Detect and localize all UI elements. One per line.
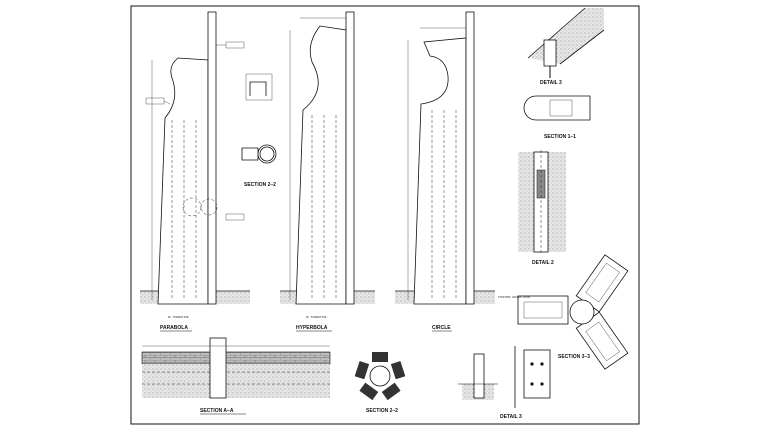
section-aa-title: SECTION A–A — [200, 408, 234, 414]
section-11-small-title: SECTION 1–1 — [544, 134, 576, 140]
detail-3-bottom: DETAIL 3 — [458, 346, 551, 420]
section-33-title: SECTION 3–3 — [558, 354, 590, 360]
star-fin-3 — [381, 382, 401, 401]
tripod-arm-lower-inner — [585, 321, 620, 362]
cap-detail-stem — [543, 39, 557, 67]
star-hub — [369, 365, 391, 387]
hyperbola-column-body — [295, 25, 347, 305]
detail-3-bolt-3 — [530, 382, 534, 386]
parabola-pole — [207, 11, 217, 305]
callout-frame-b — [145, 97, 165, 105]
callout-frame-c — [225, 213, 245, 221]
slot-section: SECTION 1–1 — [523, 95, 591, 140]
detail-3-bolt-2 — [540, 362, 544, 366]
parabola-elevation: PARABOLA RC FOUNDATION — [140, 11, 250, 332]
section-aa: SECTION A–A — [141, 337, 331, 415]
slot-plate — [549, 99, 573, 117]
detail-3-title-upper: DETAIL 3 — [540, 80, 562, 86]
star-fin-2 — [390, 360, 406, 380]
parabola-callouts: SECTION 2–2 — [145, 41, 277, 221]
sheet-border — [130, 5, 640, 425]
circle-title: CIRCLE — [432, 325, 451, 331]
star-fin-1 — [372, 352, 388, 362]
hyperbola-title: HYPERBOLA — [296, 325, 328, 331]
tripod-arm-left-inner — [523, 301, 563, 319]
tripod-arm-upper-inner — [585, 262, 620, 303]
parabola-detail-circle-1 — [182, 197, 202, 217]
tripod-hub — [569, 299, 595, 325]
parabola-foundation-note: RC FOUNDATION — [168, 315, 189, 319]
detail-3-title: DETAIL 3 — [500, 414, 522, 420]
detail-3-bolt-4 — [540, 382, 544, 386]
detail-1-bracket — [249, 81, 267, 96]
star-fin-4 — [359, 382, 379, 401]
parabola-title: PARABOLA — [160, 325, 188, 331]
circle-pole — [465, 11, 475, 305]
tripod-plan: SECTION 3–3 — [517, 254, 629, 370]
cap-detail-outline — [527, 7, 605, 65]
section-aa-post — [209, 337, 227, 399]
section-22-star: SECTION 2–2 — [354, 352, 406, 414]
detail-2-vertical: DETAIL 2 — [518, 150, 566, 266]
detail-3-post — [473, 353, 485, 399]
parabola-detail-circle-2 — [200, 198, 218, 216]
leader-2 — [163, 100, 171, 105]
ground-level-note: FINISHED GROUND LEVEL — [498, 295, 531, 299]
parabola-column-body — [157, 57, 209, 305]
top-right-detail: DETAIL 3 — [527, 7, 605, 86]
detail-1-box — [245, 73, 273, 101]
detail-2-anchor — [536, 169, 546, 199]
section-22-title: SECTION 2–2 — [366, 408, 398, 414]
tripod-arm-left — [517, 295, 569, 325]
detail-2-title: DETAIL 2 — [532, 260, 554, 266]
star-fin-5 — [354, 360, 370, 380]
hyperbola-elevation: HYPERBOLA RC FOUNDATION — [280, 11, 375, 332]
detail-3-bolt-1 — [530, 362, 534, 366]
section-22-small-title: SECTION 2–2 — [244, 182, 276, 188]
callout-frame-a — [225, 41, 245, 49]
slot-outline — [523, 95, 591, 121]
section-aa-subbase — [142, 364, 330, 398]
section-22-clamp — [241, 144, 277, 164]
section-22-pipe — [259, 146, 275, 162]
detail-3-plate — [523, 349, 551, 399]
circle-column-body — [413, 37, 467, 305]
section-aa-pavers — [141, 351, 331, 365]
cap-detail-wedge — [528, 8, 604, 64]
circle-elevation: CIRCLE — [395, 11, 495, 332]
hyperbola-pole — [345, 11, 355, 305]
hyperbola-foundation-note: RC FOUNDATION — [306, 315, 327, 319]
